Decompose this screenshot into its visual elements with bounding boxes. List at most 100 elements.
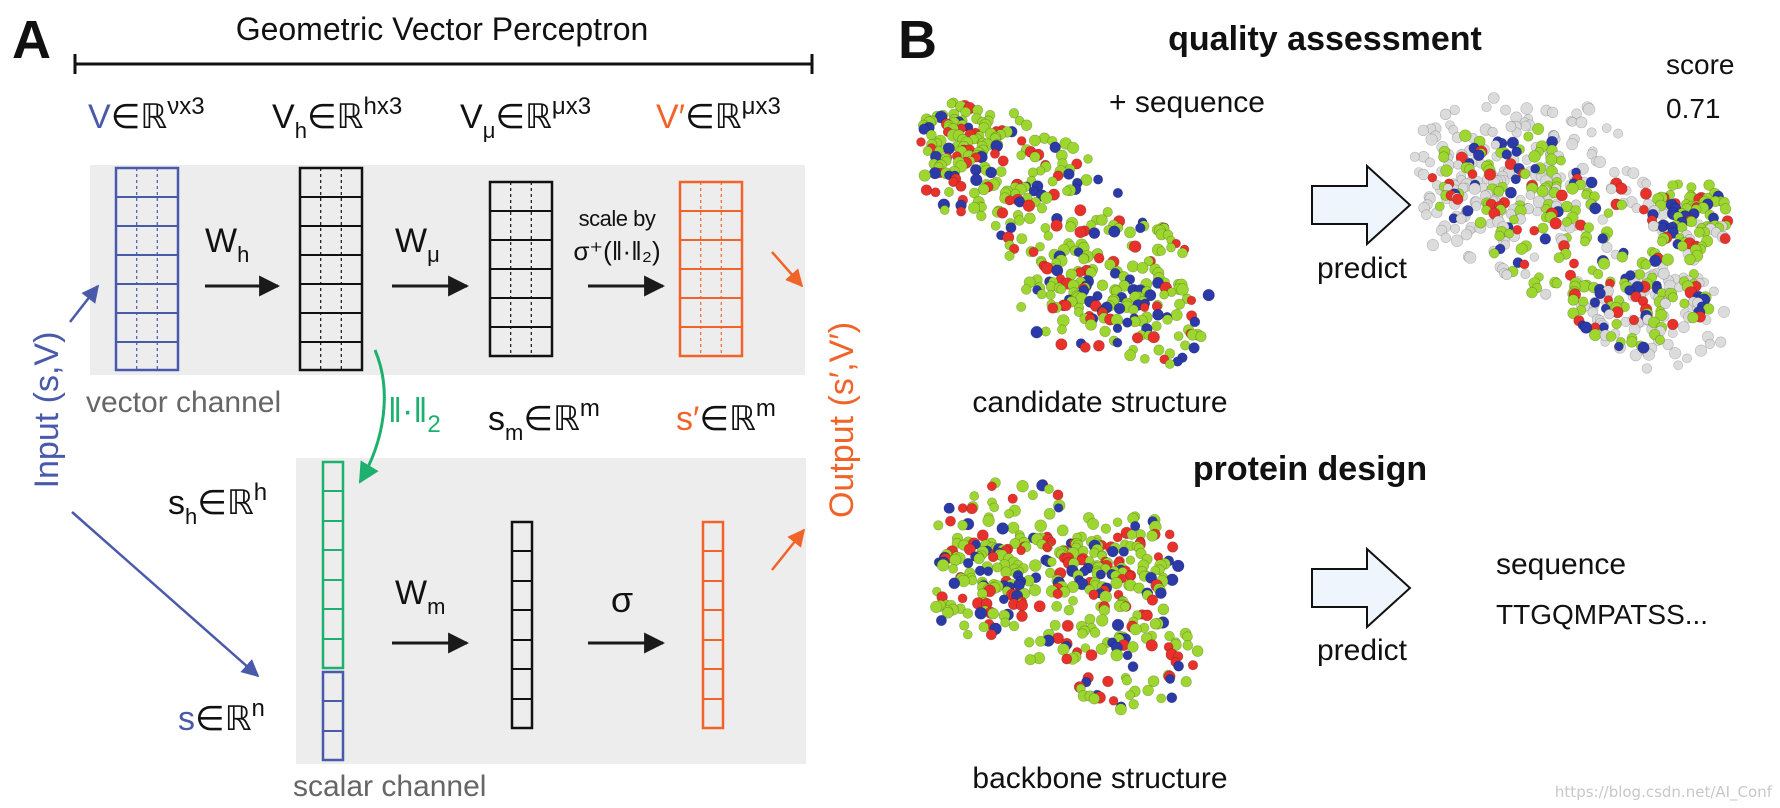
atom-sphere [1187,660,1199,671]
atom-sphere [1655,308,1668,322]
sigma-norm-label: σ⁺(‖·‖₂) [573,236,660,266]
predict-label-quality: predict [1317,252,1408,285]
atom-sphere [1567,294,1580,306]
atom-sphere [1124,349,1136,362]
atom-sphere [1440,164,1453,177]
scale-by-label: scale by [579,206,656,231]
atom-sphere [1455,213,1467,225]
atom-sphere [1174,298,1186,310]
atom-sphere [1085,318,1097,331]
atom-sphere [1053,503,1064,513]
atom-sphere [1065,221,1077,233]
atom-sphere [997,155,1009,167]
atom-sphere [1641,363,1653,374]
atom-sphere [1426,238,1439,252]
atom-sphere [1471,200,1482,211]
atom-sphere [945,515,956,527]
atom-sphere [1167,541,1179,553]
atom-sphere [1036,289,1047,300]
atom-sphere [1087,517,1100,530]
atom-sphere [1088,227,1101,239]
predict-label-design: predict [1317,634,1408,667]
atom-sphere [1566,182,1579,195]
atom-sphere [1604,309,1615,320]
atom-sphere [1112,323,1123,334]
atom-sphere [1589,297,1601,308]
atom-sphere [1063,604,1075,616]
w-h-label: Wh [205,222,249,267]
atom-sphere [1555,155,1566,166]
atom-sphere [1130,520,1141,532]
atom-sphere [996,522,1009,535]
w-m-label: Wm [395,574,445,619]
atom-sphere [1028,584,1042,597]
atom-sphere [985,166,998,179]
atom-sphere [1051,601,1063,612]
atom-sphere [1106,545,1119,558]
atom-sphere [1146,594,1159,606]
atom-sphere [987,607,999,620]
atom-sphere [1022,199,1036,212]
atom-sphere [1549,217,1562,230]
atom-sphere [1108,225,1121,238]
atom-sphere [1186,295,1197,306]
atom-sphere [1027,490,1038,501]
atom-sphere [1439,108,1452,121]
output-label: Output (s′,V′) [823,322,861,518]
atom-sphere [1575,116,1588,129]
atom-sphere [1139,353,1150,364]
panel-a-letter: A [12,10,51,70]
atom-sphere [1421,209,1432,220]
atom-sphere [1111,618,1125,632]
s-m-label: sm∈ℝm [488,395,600,445]
atom-sphere [1089,627,1101,638]
atom-sphere [1165,674,1175,684]
atom-sphere [1715,336,1727,348]
atom-sphere [1142,684,1154,697]
atom-sphere [1488,92,1500,104]
atom-sphere [1007,493,1018,504]
atom-sphere [1627,167,1640,179]
atom-sphere [976,529,989,542]
atom-sphere [969,187,980,199]
atom-sphere [1605,331,1617,342]
atom-sphere [962,557,974,569]
atom-sphere [928,167,942,180]
atom-sphere [1409,151,1420,162]
atom-sphere [1016,233,1028,245]
w-mu-label: Wμ [395,222,440,267]
atom-sphere [1159,289,1169,300]
atom-sphere [1601,241,1613,253]
s-out-label: s′∈ℝm [676,395,776,438]
atom-sphere [1515,242,1528,255]
s-m-column [510,520,534,730]
atom-sphere [1016,301,1027,312]
atom-sphere [985,629,997,641]
v-out-label: V′∈ℝμx3 [656,93,781,136]
atom-sphere [1016,136,1027,146]
atom-sphere [1040,261,1054,275]
v-mu-label: Vμ∈ℝμx3 [460,93,591,143]
atom-sphere [1112,532,1123,543]
atom-sphere [1118,546,1129,557]
atom-sphere [1095,614,1109,627]
atom-sphere [1649,254,1662,267]
atom-sphere [1677,321,1690,334]
atom-sphere [1417,168,1430,181]
atom-sphere [1043,484,1054,495]
atom-sphere [1634,269,1646,280]
atom-sphere [943,502,955,514]
atom-sphere [1156,246,1167,256]
input-arrow-vector [69,284,100,323]
atom-sphere [1063,168,1075,180]
atom-sphere [1055,338,1068,351]
atom-sphere [1657,267,1670,280]
atom-sphere [1047,176,1058,187]
atom-sphere [1128,304,1139,315]
atom-sphere [1688,269,1699,280]
atom-sphere [1143,256,1154,267]
atom-sphere [1657,222,1668,233]
atom-sphere [1016,610,1028,622]
atom-sphere [1526,286,1538,299]
atom-sphere [916,137,926,147]
